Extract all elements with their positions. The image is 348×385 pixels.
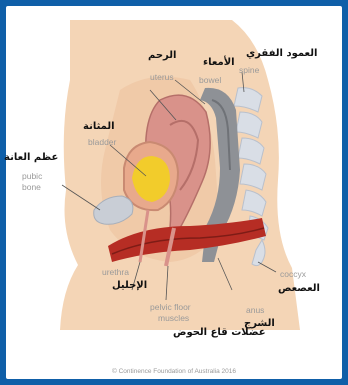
label-pubic-bone-2: bone [22, 182, 41, 192]
label-urethra: urethra [102, 267, 129, 277]
arabic-label-coccyx: العصعص [278, 283, 320, 295]
arabic-label-spine: العمود الفقري [246, 48, 317, 60]
label-bladder: bladder [88, 137, 116, 147]
label-uterus: uterus [150, 72, 174, 82]
label-pelvic-floor-2: muscles [158, 313, 189, 323]
arabic-label-pubic-bone: عظم العانة [4, 152, 58, 164]
arabic-label-urethra: الإحليل [112, 280, 147, 292]
label-spine: spine [239, 65, 259, 75]
label-bowel: bowel [199, 75, 221, 85]
label-pubic-bone: pubic [22, 171, 42, 181]
label-coccyx: coccyx [280, 269, 306, 279]
copyright-note: © Continence Foundation of Australia 201… [0, 368, 348, 375]
label-anus: anus [246, 305, 264, 315]
arabic-label-bowel: الأمعاء [203, 57, 235, 69]
arabic-label-anus: الشرج [244, 318, 275, 330]
label-pelvic-floor: pelvic floor [150, 302, 191, 312]
arabic-label-bladder: المثانة [83, 121, 115, 133]
arabic-label-uterus: الرحم [148, 50, 176, 62]
